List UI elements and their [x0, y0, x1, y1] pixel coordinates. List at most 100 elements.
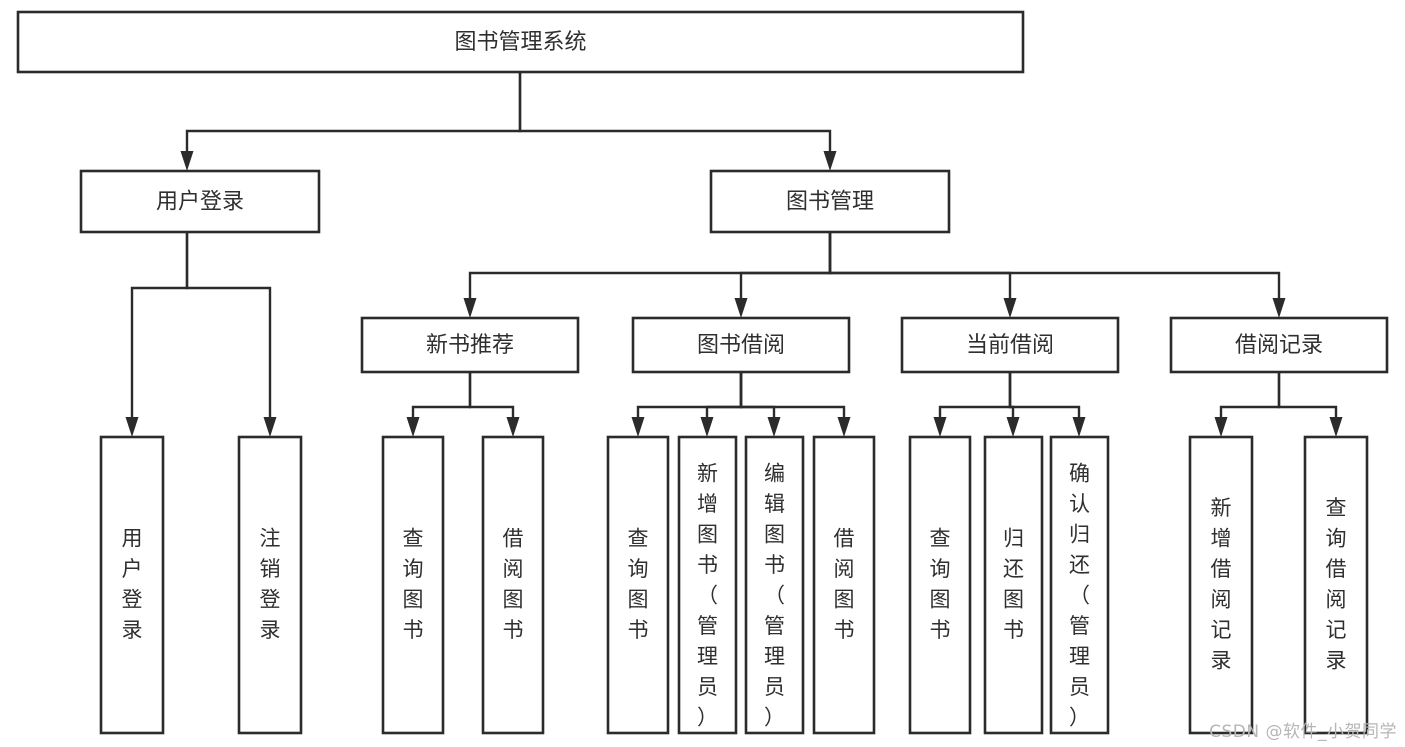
node-label: 借阅记录 [1235, 333, 1323, 358]
connector-当前借阅-to-确认归还 [1008, 372, 1086, 437]
node-leaf-2[interactable]: 查询图书 [381, 435, 445, 735]
connector-line [705, 372, 743, 417]
node-label: 查询图书 [628, 526, 649, 642]
connector-图书管理-to-当前借阅 [828, 232, 1017, 318]
connector-line [739, 372, 846, 417]
connector-图书管理系统-to-用户登录 [180, 72, 522, 171]
connector-图书管理-to-借阅记录 [828, 232, 1286, 318]
node-box[interactable] [631, 316, 851, 374]
node-level2-3[interactable]: 借阅记录 [1169, 316, 1389, 374]
connector-图书管理-to-新书推荐 [463, 232, 832, 318]
node-leaf-7[interactable]: 借阅图书 [812, 435, 876, 735]
node-label: 确认归还（管理员） [1069, 461, 1090, 729]
node-box[interactable] [1188, 435, 1254, 735]
arrow-head-icon [700, 417, 714, 437]
connector-借阅记录-to-查询借阅记录 [1277, 372, 1343, 437]
node-leaf-11[interactable]: 新增借阅记录 [1188, 435, 1254, 735]
node-label: 归还图书 [1003, 526, 1024, 642]
node-leaf-4[interactable]: 查询图书 [606, 435, 670, 735]
node-level1-0[interactable]: 用户登录 [79, 169, 321, 234]
node-box[interactable] [381, 435, 445, 735]
node-label: 图书管理 [786, 190, 874, 215]
node-label: 图书管理系统 [454, 30, 586, 55]
node-box[interactable] [677, 435, 738, 735]
node-leaf-8[interactable]: 查询图书 [908, 435, 972, 735]
node-leaf-10[interactable]: 确认归还（管理员） [1049, 435, 1110, 735]
connector-line [468, 372, 515, 417]
connector-line [185, 232, 272, 417]
connector-图书借阅-to-借阅图书 [739, 372, 851, 437]
connector-line [636, 372, 743, 417]
connector-line [739, 232, 832, 298]
connector-line [518, 72, 832, 151]
node-label: 借阅图书 [503, 526, 524, 642]
node-label: 当前借阅 [966, 333, 1054, 358]
node-leaf-3[interactable]: 借阅图书 [481, 435, 545, 735]
node-leaf-9[interactable]: 归还图书 [983, 435, 1044, 735]
node-box[interactable] [1303, 435, 1369, 735]
node-label: 注销登录 [260, 526, 281, 642]
arrow-head-icon [1272, 298, 1286, 318]
arrow-head-icon [263, 417, 277, 437]
node-box[interactable] [812, 435, 876, 735]
connector-line [411, 372, 472, 417]
node-box[interactable] [744, 435, 805, 735]
node-box[interactable] [606, 435, 670, 735]
node-leaf-12[interactable]: 查询借阅记录 [1303, 435, 1369, 735]
arrow-head-icon [767, 417, 781, 437]
node-label: 借阅图书 [834, 526, 855, 642]
node-box[interactable] [908, 435, 972, 735]
node-level2-2[interactable]: 当前借阅 [900, 316, 1120, 374]
node-label: 新增图书（管理员） [697, 461, 718, 729]
arrow-head-icon [180, 151, 194, 171]
connector-当前借阅-to-查询图书 [933, 372, 1012, 437]
connector-用户登录-to-用户登录L [125, 232, 189, 437]
node-label: 新增借阅记录 [1211, 496, 1232, 673]
arrow-head-icon [406, 417, 420, 437]
node-box[interactable] [237, 435, 303, 735]
node-level1-1[interactable]: 图书管理 [709, 169, 951, 234]
connector-图书借阅-to-查询图书 [631, 372, 743, 437]
node-leaf-6[interactable]: 编辑图书（管理员） [744, 435, 805, 735]
node-box[interactable] [900, 316, 1120, 374]
connector-新书推荐-to-借阅图书 [468, 372, 520, 437]
node-label: 查询借阅记录 [1326, 496, 1347, 673]
node-label: 新书推荐 [426, 333, 514, 358]
node-leaf-5[interactable]: 新增图书（管理员） [677, 435, 738, 735]
node-box[interactable] [79, 169, 321, 234]
arrow-head-icon [1006, 417, 1020, 437]
node-box[interactable] [481, 435, 545, 735]
node-level2-0[interactable]: 新书推荐 [360, 316, 580, 374]
node-box[interactable] [16, 10, 1025, 74]
node-leaf-0[interactable]: 用户登录 [99, 435, 165, 735]
arrow-head-icon [734, 298, 748, 318]
arrow-head-icon [631, 417, 645, 437]
node-label: 查询图书 [403, 526, 424, 642]
node-box[interactable] [983, 435, 1044, 735]
arrow-head-icon [837, 417, 851, 437]
node-box[interactable] [99, 435, 165, 735]
node-box[interactable] [709, 169, 951, 234]
node-level2-1[interactable]: 图书借阅 [631, 316, 851, 374]
arrow-head-icon [1003, 298, 1017, 318]
node-label: 图书借阅 [697, 333, 785, 358]
arrow-head-icon [463, 298, 477, 318]
node-label: 编辑图书（管理员） [764, 461, 785, 729]
arrow-head-icon [823, 151, 837, 171]
node-box[interactable] [1049, 435, 1110, 735]
arrow-head-icon [125, 417, 139, 437]
node-root-0[interactable]: 图书管理系统 [16, 10, 1025, 74]
connector-line [130, 232, 189, 417]
arrow-head-icon [1329, 417, 1343, 437]
connector-图书管理-to-图书借阅 [734, 232, 832, 318]
connector-line [938, 372, 1012, 417]
node-box[interactable] [360, 316, 580, 374]
node-layer: 图书管理系统用户登录图书管理新书推荐图书借阅当前借阅借阅记录用户登录注销登录查询… [16, 10, 1389, 735]
connector-图书借阅-to-编辑图书 [739, 372, 781, 437]
connector-line [828, 232, 1012, 298]
node-box[interactable] [1169, 316, 1389, 374]
connector-用户登录-to-注销登录 [185, 232, 277, 437]
node-leaf-1[interactable]: 注销登录 [237, 435, 303, 735]
